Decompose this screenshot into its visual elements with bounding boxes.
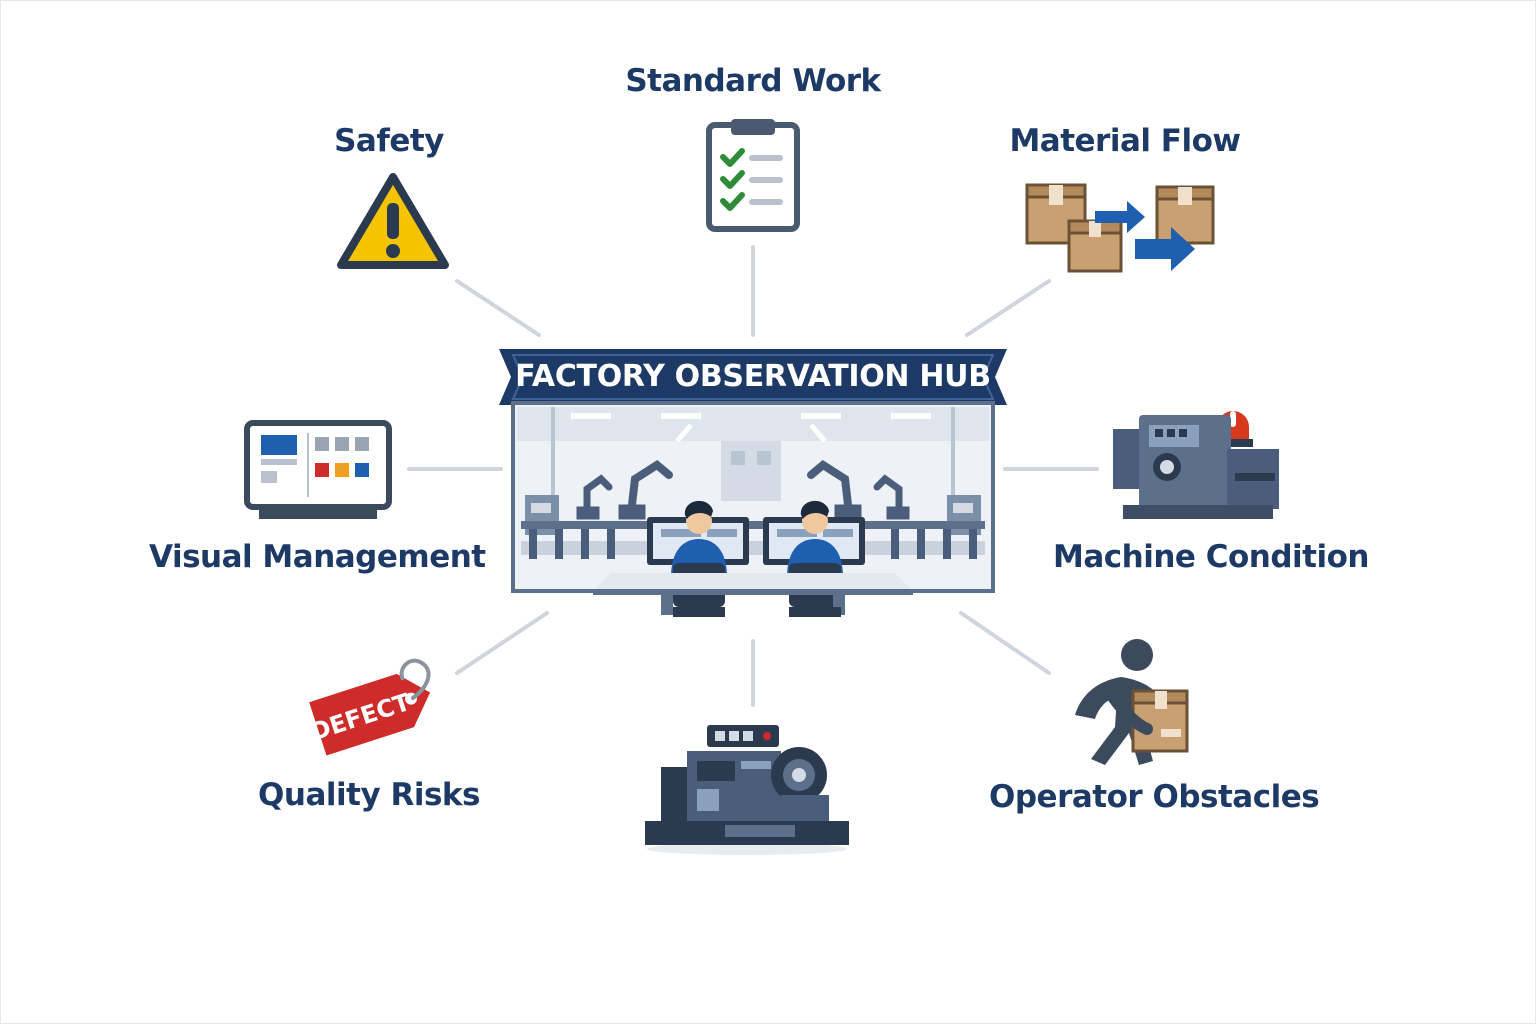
production-machine-icon [645, 725, 849, 855]
label-standard-work: Standard Work [625, 63, 881, 99]
arrow-right-icon [1095, 201, 1145, 233]
label-visual-management: Visual Management [149, 539, 486, 575]
arrow-right-icon [1135, 227, 1195, 271]
hub-banner [499, 349, 1007, 405]
clipboard-checklist-icon [706, 119, 800, 232]
label-quality-risks: Quality Risks [258, 777, 480, 813]
operator-lifting-box-icon [1075, 639, 1189, 765]
machine-alarm-icon [1113, 411, 1279, 519]
connector-material-flow [965, 279, 1051, 337]
box-icon [1067, 219, 1123, 273]
label-material-flow: Material Flow [1009, 123, 1241, 159]
connector-safety [455, 279, 541, 337]
hub-title: FACTORY OBSERVATION HUB [515, 359, 991, 394]
control-room-scene-icon [511, 401, 995, 617]
label-safety: Safety [334, 123, 444, 159]
label-operator-obstacles: Operator Obstacles [989, 779, 1320, 815]
dashboard-board-icon [244, 420, 392, 519]
connector-operator-obstacles [959, 611, 1051, 675]
defect-tag-icon: DEFECT [307, 658, 431, 756]
box-icon [1155, 185, 1215, 245]
connector-quality-risks [455, 611, 549, 675]
boxes-arrows-icon [1025, 183, 1215, 273]
label-machine-condition: Machine Condition [1053, 539, 1369, 575]
warning-triangle-icon [337, 173, 449, 269]
